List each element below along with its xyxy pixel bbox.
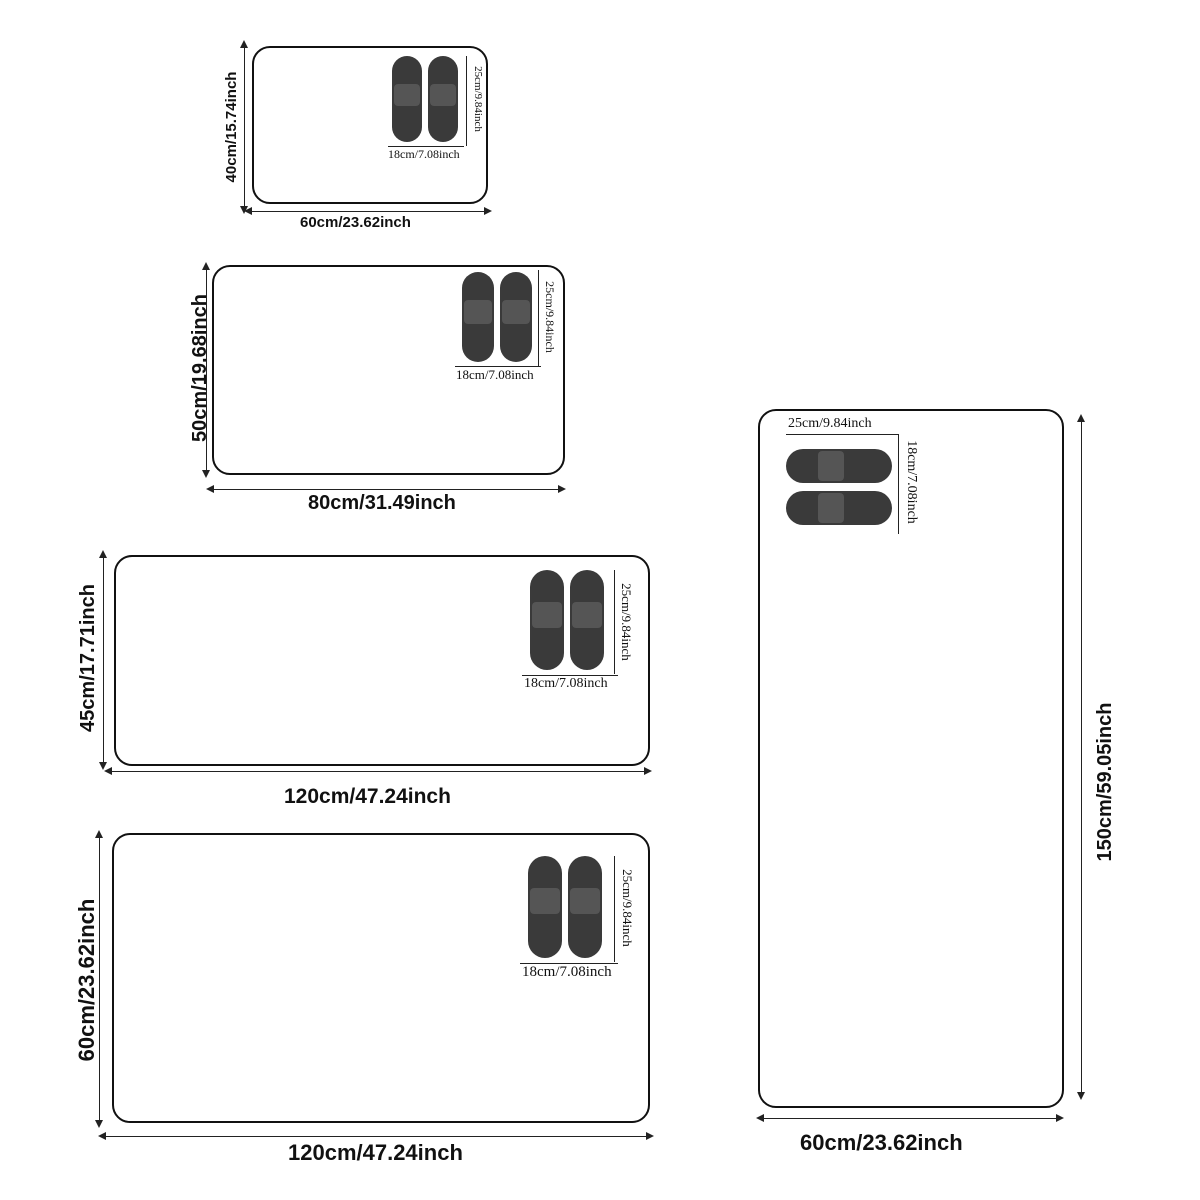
- mat-120x45-slipper-length-label: 25cm/9.84inch: [619, 583, 634, 661]
- mat-60x40-width-label: 60cm/23.62inch: [300, 214, 411, 231]
- mat-120x60-slipper-width-label: 18cm/7.08inch: [522, 964, 612, 980]
- mat-60x40-width-dimension-line: [250, 211, 486, 212]
- arrow-up-icon: [240, 40, 248, 48]
- mat-120x60-width-dimension-line: [104, 1136, 648, 1137]
- slippers-icon: [528, 856, 602, 958]
- mat-80x50-slipper-length-label: 25cm/9.84inch: [543, 281, 557, 353]
- mat-120x45-slipper-length-line: [614, 570, 615, 674]
- mat-60x150-slipper-width-label: 18cm/7.08inch: [904, 440, 919, 524]
- mat-120x60-height-dimension-line: [99, 836, 100, 1124]
- mat-120x45-width-dimension-line: [110, 771, 648, 772]
- mat-60x150-width-dimension-line: [762, 1118, 1060, 1119]
- mat-60x40-slipper-width-label: 18cm/7.08inch: [388, 147, 460, 161]
- mat-80x50-outline: [212, 265, 565, 475]
- mat-120x45-width-label: 120cm/47.24inch: [284, 785, 451, 808]
- mat-80x50-width-label: 80cm/31.49inch: [308, 492, 456, 514]
- slippers-icon: [530, 570, 604, 670]
- mat-120x45-slipper-width-line: [522, 675, 618, 676]
- mat-80x50-slipper-width-line: [455, 366, 541, 367]
- mat-120x60-width-label: 120cm/47.24inch: [288, 1140, 463, 1165]
- arrow-left-icon: [98, 1132, 106, 1140]
- mat-60x40-height-dimension-line: [244, 46, 245, 210]
- mat-120x60-slipper-width-line: [520, 963, 618, 964]
- arrow-down-icon: [99, 762, 107, 770]
- arrow-left-icon: [206, 485, 214, 493]
- arrow-up-icon: [202, 262, 210, 270]
- mat-60x40-slipper-length-label: 25cm/9.84inch: [472, 66, 484, 132]
- arrow-down-icon: [95, 1120, 103, 1128]
- mat-80x50-height-dimension-line: [206, 268, 207, 474]
- mat-60x150-slipper-length-line: [786, 434, 898, 435]
- mat-120x60-slipper-length-line: [614, 856, 615, 962]
- arrow-right-icon: [644, 767, 652, 775]
- mat-80x50-height-label: 50cm/19.68inch: [189, 294, 211, 442]
- mat-60x150-height-dimension-line: [1081, 420, 1082, 1096]
- arrow-up-icon: [99, 550, 107, 558]
- arrow-right-icon: [558, 485, 566, 493]
- mat-60x150-outline: [758, 409, 1064, 1108]
- arrow-left-icon: [104, 767, 112, 775]
- mat-60x40-slipper-width-line: [388, 146, 464, 147]
- arrow-right-icon: [646, 1132, 654, 1140]
- slippers-icon: [462, 272, 532, 362]
- slippers-icon: [786, 449, 892, 525]
- mat-120x45-height-label: 45cm/17.71inch: [77, 584, 99, 732]
- arrow-up-icon: [1077, 414, 1085, 422]
- mat-60x40-height-label: 40cm/15.74inch: [223, 71, 240, 183]
- mat-120x60-slipper-length-label: 25cm/9.84inch: [620, 869, 635, 947]
- arrow-right-icon: [1056, 1114, 1064, 1122]
- arrow-down-icon: [240, 206, 248, 214]
- mat-120x45-slipper-width-label: 18cm/7.08inch: [524, 676, 608, 691]
- mat-60x150-slipper-width-line: [898, 434, 899, 534]
- mat-60x150-height-label: 150cm/59.05inch: [1094, 702, 1116, 862]
- arrow-down-icon: [202, 470, 210, 478]
- mat-60x150-slipper-length-label: 25cm/9.84inch: [788, 416, 872, 431]
- mat-80x50-slipper-length-line: [538, 270, 539, 366]
- mat-120x45-height-dimension-line: [103, 556, 104, 766]
- arrow-right-icon: [484, 207, 492, 215]
- arrow-left-icon: [756, 1114, 764, 1122]
- mat-80x50-slipper-width-label: 18cm/7.08inch: [456, 367, 534, 382]
- slippers-icon: [392, 56, 458, 142]
- mat-80x50-width-dimension-line: [212, 489, 564, 490]
- arrow-down-icon: [1077, 1092, 1085, 1100]
- arrow-left-icon: [244, 207, 252, 215]
- mat-60x150-width-label: 60cm/23.62inch: [800, 1130, 963, 1155]
- arrow-up-icon: [95, 830, 103, 838]
- mat-120x60-height-label: 60cm/23.62inch: [74, 898, 99, 1062]
- mat-60x40-slipper-length-line: [466, 56, 467, 146]
